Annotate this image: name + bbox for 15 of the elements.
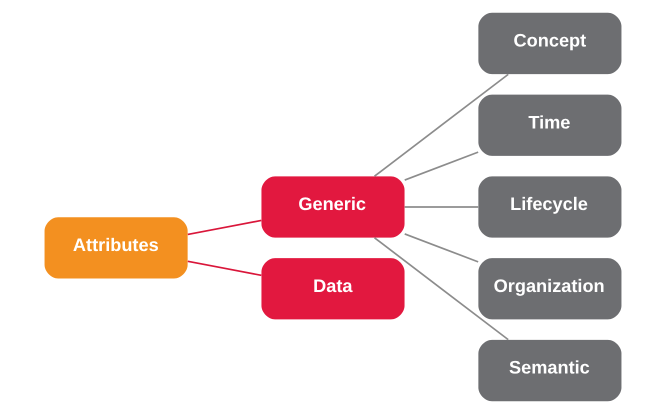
node-box: Attributes	[44, 217, 188, 279]
node-box: Time	[478, 94, 622, 156]
node-box: Lifecycle	[478, 176, 622, 238]
connector	[404, 206, 478, 208]
node-box: Data	[261, 258, 405, 320]
node-box: Semantic	[478, 340, 622, 402]
node-box: Generic	[261, 176, 405, 238]
node-box: Concept	[478, 12, 622, 74]
connector	[404, 151, 478, 181]
connector	[374, 74, 509, 177]
connector	[374, 237, 509, 340]
node-box: Organization	[478, 258, 622, 320]
connector	[188, 260, 262, 276]
connector	[188, 220, 262, 236]
connector	[404, 233, 478, 263]
